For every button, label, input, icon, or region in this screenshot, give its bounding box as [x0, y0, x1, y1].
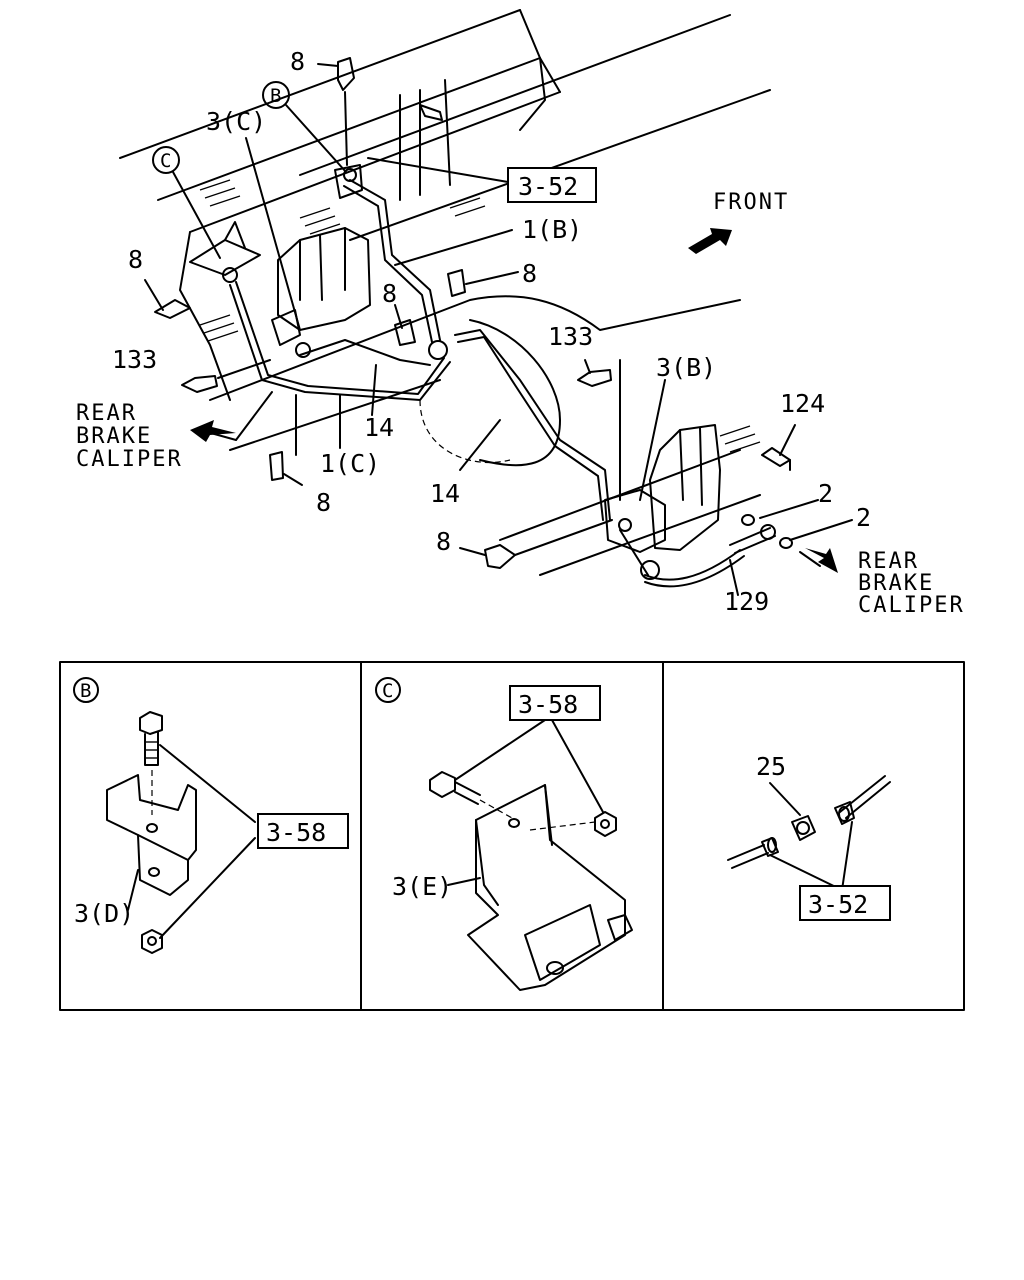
panel-b-part: 3(D)	[74, 899, 134, 928]
callout-1c: 1(C)	[320, 449, 380, 478]
rear-caliper-right-line3: CALIPER	[858, 593, 965, 618]
circle-c-label: C	[160, 150, 171, 172]
callout-2-b: 2	[856, 503, 871, 532]
callout-124: 124	[780, 389, 825, 418]
front-arrow-icon	[688, 228, 732, 254]
panel-c-ref-box: 3-58	[518, 690, 578, 719]
front-label: FRONT	[713, 190, 789, 215]
callout-14-b: 14	[430, 479, 460, 508]
callout-3c: 3(C)	[206, 107, 266, 136]
callout-14-a: 14	[364, 413, 394, 442]
callout-129: 129	[724, 587, 769, 616]
rear-caliper-left-line3: CALIPER	[76, 447, 183, 472]
panel-b: B 3-58 3(D)	[73, 677, 349, 954]
callout-8-bottom-left: 8	[316, 488, 331, 517]
rear-caliper-left-line1: REAR	[76, 401, 137, 426]
leader-lines	[144, 63, 853, 596]
rear-axle	[209, 227, 761, 576]
panel-fitting: 25 3-52	[727, 752, 891, 921]
callout-3b: 3(B)	[656, 353, 716, 382]
callout-1b: 1(B)	[522, 215, 582, 244]
callout-8-left: 8	[128, 245, 143, 274]
panel-fitting-part: 25	[756, 752, 786, 781]
rear-caliper-left-line2: BRAKE	[76, 424, 152, 449]
callout-133-left: 133	[112, 345, 157, 374]
callout-8-bottom-right: 8	[436, 527, 451, 556]
panel-b-circle-label: B	[80, 680, 91, 702]
main-view: FRONT REAR BRAKE CALIPER REAR BRAKE CALI…	[76, 9, 965, 618]
right-caliper-arrow	[805, 548, 838, 573]
circle-c-marker: C	[152, 146, 180, 174]
left-caliper-arrow	[190, 420, 236, 442]
circle-b-marker: B	[262, 81, 290, 109]
callout-8-top: 8	[290, 47, 305, 76]
fittings	[154, 57, 793, 580]
circle-b-label: B	[270, 85, 281, 107]
brake-pipes	[229, 179, 776, 588]
callout-8-right: 8	[522, 259, 537, 288]
frame-rail	[119, 9, 771, 453]
ref-box-3-52: 3-52	[507, 167, 597, 203]
callout-2-a: 2	[818, 479, 833, 508]
callout-133-right: 133	[548, 322, 593, 351]
ref-box-3-52-label: 3-52	[518, 172, 578, 201]
panel-c: C 3-58 3(E)	[375, 677, 633, 991]
panel-c-part: 3(E)	[392, 872, 452, 901]
panel-b-ref-box: 3-58	[266, 818, 326, 847]
callout-8-mid: 8	[382, 279, 397, 308]
panel-c-circle-label: C	[382, 680, 393, 702]
rear-caliper-right-line1: REAR	[858, 549, 919, 574]
panel-fitting-ref-box: 3-52	[808, 890, 868, 919]
rear-caliper-right-line2: BRAKE	[858, 571, 934, 596]
detail-panels: B 3-58 3(D) C	[59, 661, 965, 1011]
